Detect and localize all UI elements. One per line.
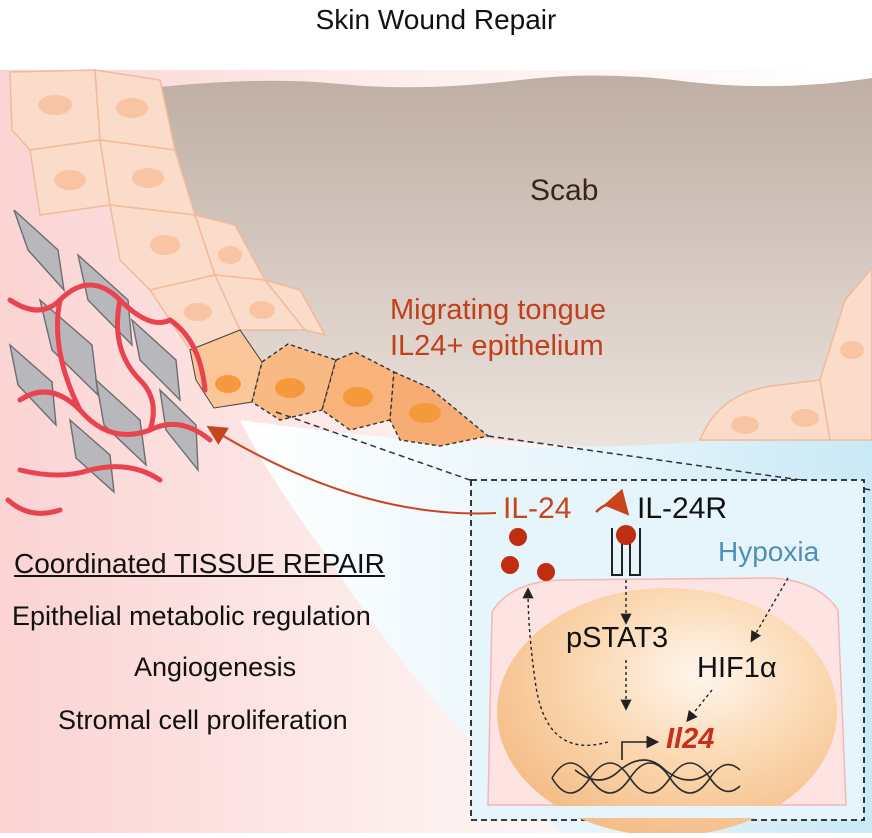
receptor-right (629, 528, 641, 576)
gene-to-secretion-arrow (522, 587, 609, 746)
inset-cover (485, 806, 850, 818)
repair-item-angiogenesis: Angiogenesis (134, 652, 297, 682)
migrating-tongue-label-line2: IL24+ epithelium (390, 330, 604, 362)
il24-protein (501, 556, 519, 574)
il24-protein (509, 528, 527, 546)
blood-vessels (5, 282, 213, 516)
right-epidermis-cells (698, 266, 872, 441)
migrating-tongue (189, 329, 490, 447)
migrating-tongue-label-line1: Migrating tongue (390, 294, 607, 326)
il24-gene-label: Il24 (666, 723, 715, 755)
repair-item-metabolic: Epithelial metabolic regulation (12, 601, 371, 631)
figure-title: Skin Wound Repair (315, 4, 557, 35)
hif1a-to-gene-arrow (686, 689, 713, 723)
il24-protein (537, 563, 555, 581)
keratinocyte (262, 278, 327, 337)
scab-label: Scab (530, 174, 599, 207)
migrating-nucleus (343, 387, 373, 407)
ligand-bound (616, 525, 636, 545)
stromal-cells (8, 209, 199, 494)
il24r-label: IL-24R (637, 492, 728, 525)
migrating-tongue-label: Migrating tongue IL24+ epithelium (390, 292, 606, 364)
scab-region (150, 75, 872, 448)
il24-label: IL-24 (503, 492, 572, 525)
migrating-nucleus (215, 375, 241, 393)
keratinocyte-nuclei (38, 95, 275, 321)
repair-item-stromal: Stromal cell proliferation (58, 705, 348, 735)
transcription-start-arrow (621, 735, 660, 760)
hif1a-label: HIF1α (697, 652, 777, 684)
inset-connector (275, 411, 471, 481)
receptor-left (611, 528, 623, 576)
pstat3-label: pSTAT3 (566, 622, 669, 654)
binding-arrow (595, 488, 630, 516)
secretion-arrow (206, 425, 497, 515)
repair-heading: Coordinated TISSUE REPAIR (14, 548, 385, 579)
hypoxia-label: Hypoxia (718, 536, 820, 567)
migrating-nucleus (409, 403, 441, 423)
migrating-nucleus (275, 378, 305, 398)
dna-helix (551, 759, 741, 794)
